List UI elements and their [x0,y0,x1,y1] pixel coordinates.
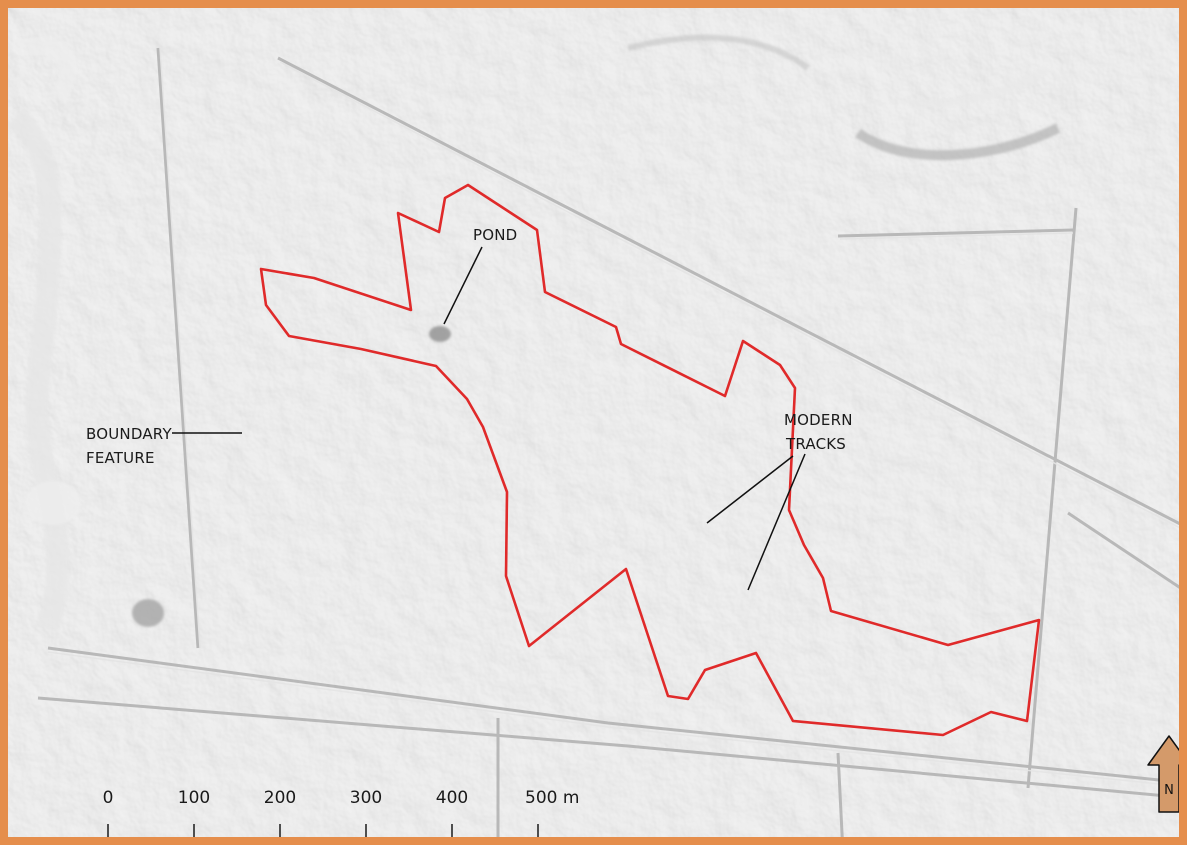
pond-leader-line [443,246,483,325]
pond-label: POND [473,226,517,244]
field-boundaries [37,47,1179,837]
field-boundaries-highlight [47,47,1179,787]
hillshade-map: POND MODERN TRACKS BOUNDARY FEATURE 0 10… [8,8,1179,837]
scale-bar-label-300: 300 [350,788,382,808]
boundary-feature-label-line2: FEATURE [86,449,155,467]
scale-bar-label-500: 500 m [525,788,579,808]
modern-tracks-label-line2: TRACKS [785,435,846,453]
terrain-relief [8,34,1061,632]
north-arrow: N [1147,735,1179,813]
scale-bar-label-0: 0 [103,788,114,808]
study-area-outline [259,183,1041,737]
modern-tracks-leader-line-2 [747,453,806,591]
scale-bar: 0 100 200 300 400 500 m [103,788,579,837]
modern-tracks-label-line1: MODERN [784,411,853,429]
scale-bar-label-400: 400 [436,788,468,808]
modern-tracks-leader-line-1 [706,455,794,524]
north-arrow-label: N [1164,783,1174,798]
boundary-feature-label-line1: BOUNDARY [86,425,172,443]
scale-bar-label-100: 100 [178,788,210,808]
north-arrow-icon [1147,735,1179,813]
scale-bar-label-200: 200 [264,788,296,808]
leader-lines [172,246,806,591]
